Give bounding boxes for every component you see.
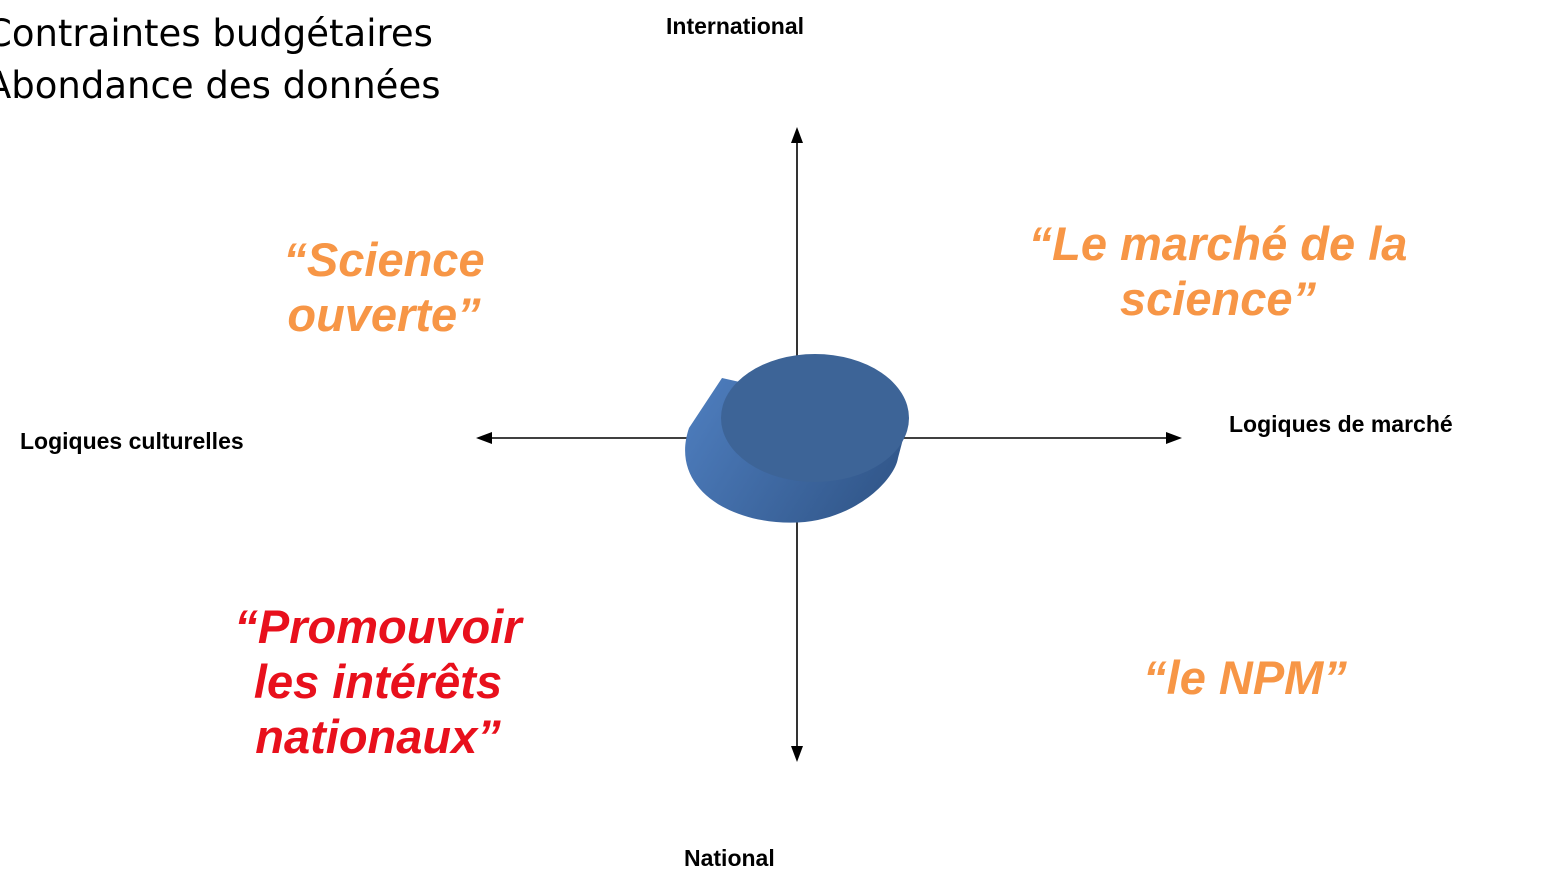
quadrant-bottom-left: “Promouvoir les intérêts nationaux”	[210, 599, 546, 764]
quadrant-top-left: “Science ouverte”	[268, 232, 500, 342]
axis-label-right: Logiques de marché	[1229, 411, 1453, 437]
quadrant-top-left-line-2: ouverte”	[287, 288, 481, 341]
arrow-left-icon	[476, 432, 492, 444]
arrow-down-icon	[791, 746, 803, 762]
quadrant-top-right-line-1: “Le marché de la	[1028, 217, 1408, 270]
axis-label-top: International	[666, 13, 805, 39]
center-disc	[685, 354, 909, 523]
quadrant-bottom-right: “le NPM”	[1130, 650, 1360, 705]
context-item-data: Abondance des données	[0, 64, 441, 107]
quadrant-bottom-left-line-2: les intérêts	[253, 655, 503, 708]
quadrant-top-right-line-2: science”	[1120, 272, 1316, 325]
arrow-right-icon	[1166, 432, 1182, 444]
context-item-budget: Contraintes budgétaires	[0, 12, 433, 55]
quadrant-top-right: “Le marché de la science”	[1012, 216, 1424, 326]
context-list: Contraintes budgétaires Abondance des do…	[0, 8, 440, 112]
axis-label-left: Logiques culturelles	[20, 428, 244, 454]
quadrant-bottom-right-line-1: “le NPM”	[1143, 651, 1347, 704]
arrow-up-icon	[791, 127, 803, 143]
quadrant-top-left-line-1: “Science	[283, 233, 485, 286]
axis-label-bottom: National	[684, 845, 775, 871]
quadrant-bottom-left-line-3: nationaux”	[255, 710, 501, 763]
quadrant-bottom-left-line-1: “Promouvoir	[234, 600, 522, 653]
